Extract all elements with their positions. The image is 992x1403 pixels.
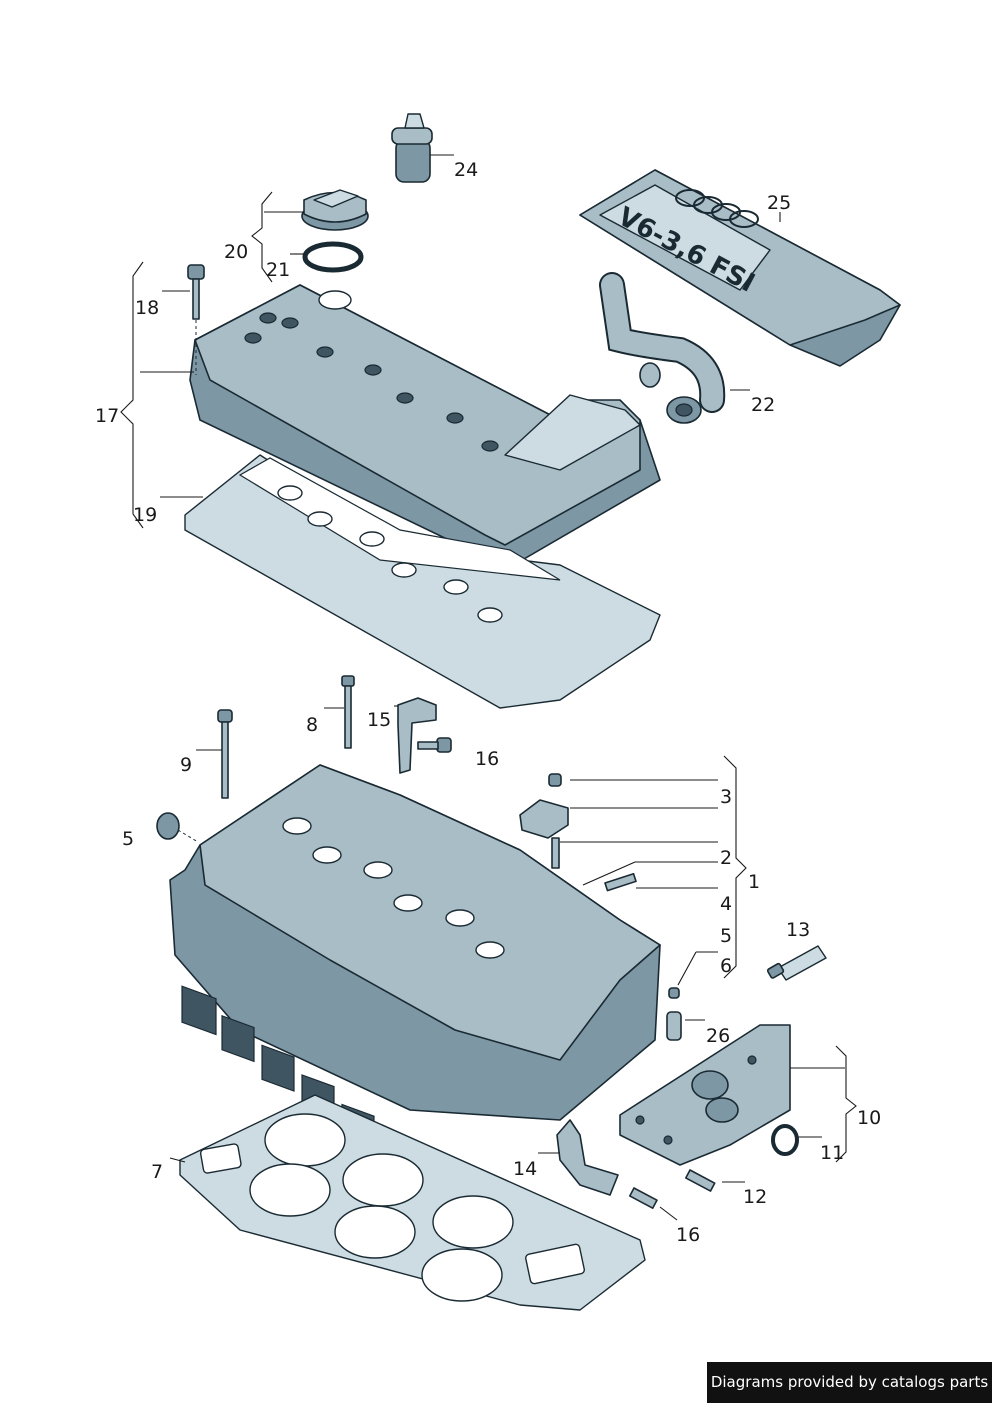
label-24: 24	[454, 159, 478, 181]
label-8: 8	[306, 714, 318, 736]
label-26: 26	[706, 1025, 730, 1047]
part-8-head-bolt	[341, 675, 355, 749]
label-15: 15	[367, 709, 391, 731]
part-21-seal-ring	[302, 241, 364, 273]
label-6: 6	[720, 955, 732, 977]
label-16-lower: 16	[676, 1224, 700, 1246]
brace-20	[251, 191, 273, 283]
part-15-bracket	[397, 697, 437, 774]
part-3-bearing-cap	[519, 799, 569, 839]
brace-17	[120, 261, 144, 529]
part-24-dipstick-cap	[391, 113, 433, 183]
part-16-bolt-upper	[417, 737, 452, 753]
credit-banner: Diagrams provided by catalogs parts	[707, 1362, 992, 1403]
part-1-cylinder-head	[169, 764, 661, 1180]
label-12: 12	[743, 1186, 767, 1208]
part-11-o-ring	[771, 1124, 799, 1156]
label-5-left: 5	[122, 828, 134, 850]
label-1: 1	[748, 871, 760, 893]
brace-10	[835, 1045, 857, 1163]
part-7-head-gasket	[179, 1094, 646, 1311]
part-18-bolt	[187, 264, 205, 375]
label-14: 14	[513, 1158, 537, 1180]
label-7: 7	[151, 1161, 163, 1183]
callout-labels: 24 25 20 21 18 17 22 19 8 15 9 16 3 5 2 …	[95, 159, 881, 1246]
label-16-upper: 16	[475, 748, 499, 770]
label-2: 2	[720, 847, 732, 869]
label-3: 3	[720, 786, 732, 808]
label-4: 4	[720, 893, 732, 915]
label-20: 20	[224, 241, 248, 263]
part-16-bolt-lower	[628, 1187, 658, 1209]
label-13: 13	[786, 919, 810, 941]
label-11: 11	[820, 1142, 844, 1164]
part-12-bolt	[684, 1169, 716, 1192]
label-10: 10	[857, 1107, 881, 1129]
part-20-oil-filler-cap	[301, 189, 369, 231]
label-5-right: 5	[720, 925, 732, 947]
part-25-engine-cover: V6-3,6 FSI	[579, 169, 901, 367]
rings-logo-icon	[675, 189, 759, 228]
label-19: 19	[133, 504, 157, 526]
label-21: 21	[266, 259, 290, 281]
label-18: 18	[135, 297, 159, 319]
label-9: 9	[180, 754, 192, 776]
part-14-bracket	[556, 1119, 619, 1196]
part-17-valve-cover	[189, 284, 661, 571]
part-19-gasket	[184, 454, 661, 709]
part-10-cover-plate	[619, 1024, 791, 1166]
part-9-head-bolt	[217, 709, 233, 799]
part-26-sleeve	[666, 1011, 682, 1041]
label-17: 17	[95, 405, 119, 427]
brace-1	[723, 755, 747, 979]
part-5-plug	[156, 812, 199, 843]
part-22-breather-hose	[599, 272, 726, 424]
leader-lines	[140, 154, 845, 1221]
part-6-plug	[668, 987, 680, 999]
part-13-sealant-tube	[766, 945, 827, 981]
part-3-nut	[548, 773, 562, 787]
part-2-stud	[551, 837, 560, 869]
label-25: 25	[767, 192, 791, 214]
part-4-stud	[604, 872, 637, 892]
label-22: 22	[751, 394, 775, 416]
